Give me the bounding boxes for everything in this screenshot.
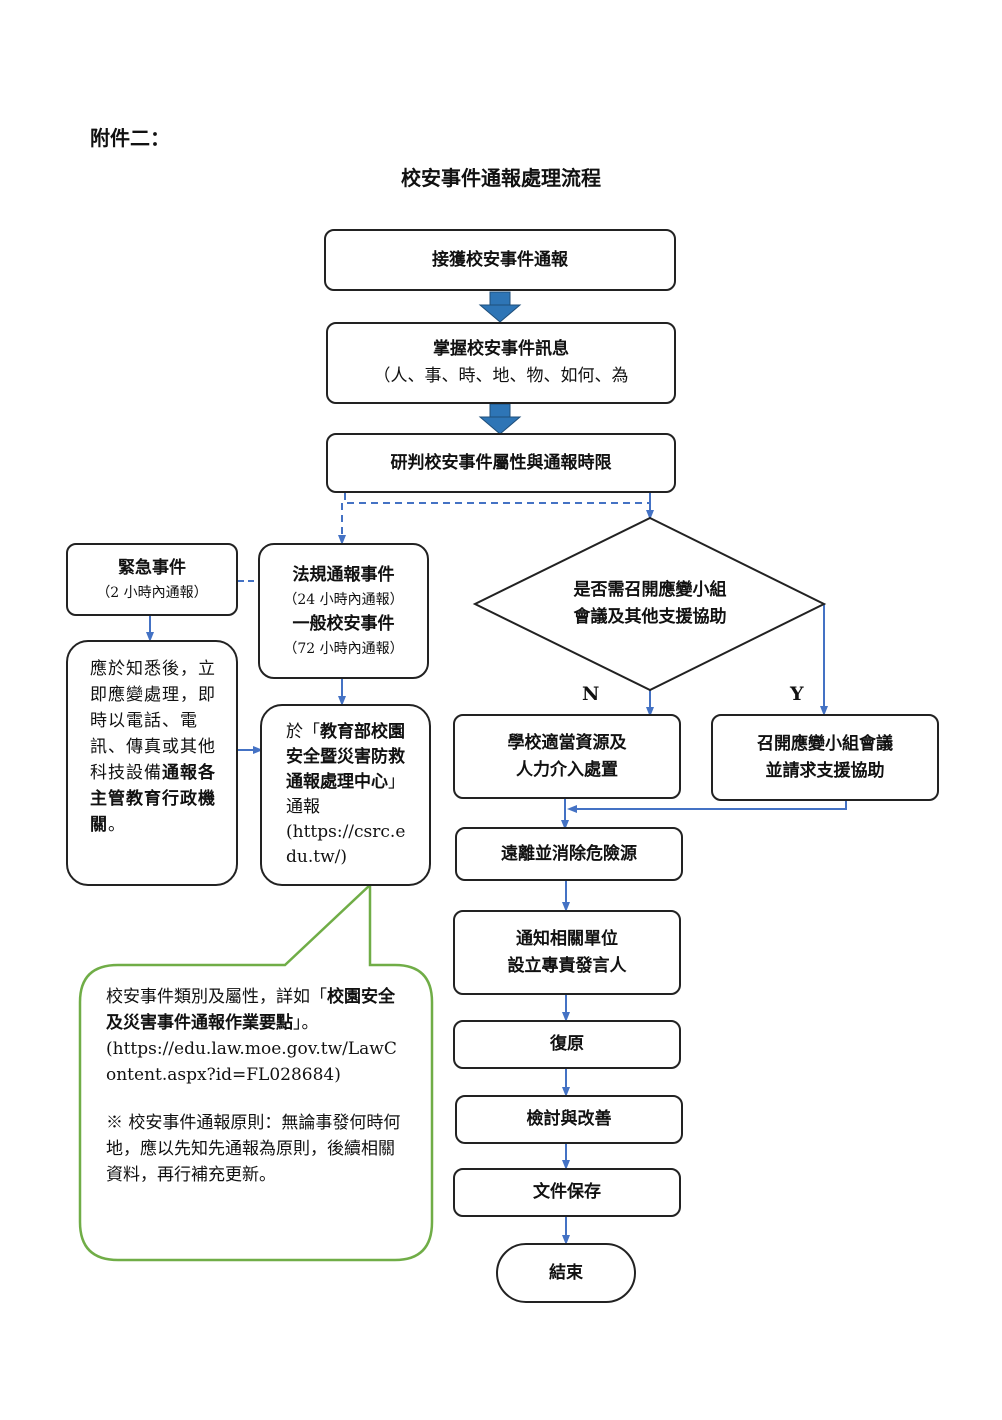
connector-convene-merge bbox=[567, 801, 847, 813]
dashed-connector-legal bbox=[344, 493, 650, 504]
node-convene: 召開應變小組會議 並請求支援協助 bbox=[711, 714, 939, 801]
node-legal-title: 法規通報事件 bbox=[292, 565, 395, 585]
block-arrow-1 bbox=[478, 291, 522, 323]
emergency-detail-pre: 應於知悉後，立即應變處理，即時以電話、電訊、傳真或其他科技設備 bbox=[90, 659, 216, 783]
node-review: 檢討與改善 bbox=[455, 1095, 683, 1144]
center-pre: 於「 bbox=[286, 722, 320, 742]
node-end: 結束 bbox=[496, 1243, 636, 1303]
node-restore: 復原 bbox=[453, 1020, 681, 1069]
node-grasp-line1: 掌握校安事件訊息 bbox=[433, 339, 569, 359]
callout-bubble bbox=[78, 882, 434, 1262]
node-judge-label: 研判校安事件屬性與通報時限 bbox=[390, 452, 612, 473]
decision-line1: 是否需召開應變小組 bbox=[573, 580, 727, 600]
node-archive: 文件保存 bbox=[453, 1168, 681, 1217]
convene-line2: 並請求支援協助 bbox=[765, 760, 885, 781]
label-n: N bbox=[582, 683, 600, 705]
node-grasp-line2: （人、事、時、地、物、如何、為 bbox=[373, 366, 629, 386]
emergency-detail-post: 。 bbox=[108, 815, 126, 835]
callout-para1: 校安事件類別及屬性，詳如「校園安全及災害事件通報作業要點」。 bbox=[106, 984, 406, 1036]
center-post: 」通報 bbox=[286, 772, 405, 817]
decision-text: 是否需召開應變小組 會議及其他支援協助 bbox=[520, 572, 780, 636]
node-remove-hazard: 遠離並消除危險源 bbox=[455, 827, 683, 881]
decision-diamond bbox=[472, 516, 827, 692]
archive-label: 文件保存 bbox=[533, 1182, 601, 1202]
node-judge: 研判校安事件屬性與通報時限 bbox=[326, 433, 676, 493]
node-receive-label: 接獲校安事件通報 bbox=[432, 249, 568, 270]
page-title: 校安事件通報處理流程 bbox=[401, 166, 601, 190]
node-emergency-detail-text: 應於知悉後，立即應變處理，即時以電話、電訊、傳真或其他科技設備通報各主管教育行政… bbox=[90, 656, 218, 838]
node-legal: 法規通報事件 （24 小時內通報） 一般校安事件 （72 小時內通報） bbox=[258, 543, 429, 679]
node-receive: 接獲校安事件通報 bbox=[324, 229, 676, 291]
decision-line2: 會議及其他支援協助 bbox=[573, 607, 727, 627]
end-label: 結束 bbox=[549, 1262, 583, 1283]
node-emergency-note: （2 小時內通報） bbox=[96, 585, 208, 601]
callout-para1-pre: 校安事件類別及屬性，詳如「 bbox=[106, 987, 327, 1007]
node-general-note: （72 小時內通報） bbox=[283, 641, 404, 657]
node-legal-note: （24 小時內通報） bbox=[283, 592, 404, 608]
notify-line2: 設立專責發言人 bbox=[507, 955, 627, 976]
node-grasp: 掌握校安事件訊息 （人、事、時、地、物、如何、為 bbox=[326, 322, 676, 404]
remove-label: 遠離並消除危險源 bbox=[501, 843, 637, 864]
emergency-detail-bold: 通報各主管教育行政機關 bbox=[90, 763, 216, 835]
school-line2: 人力介入處置 bbox=[516, 759, 618, 780]
center-bold: 教育部校園安全暨災害防救通報處理中心 bbox=[286, 722, 405, 792]
block-arrow-2 bbox=[478, 403, 522, 435]
node-report-center-text: 於「教育部校園安全暨災害防救通報處理中心」通報 (https://csrc.edu… bbox=[286, 720, 415, 870]
callout-url: (https://edu.law.moe.gov.tw/LawContent.a… bbox=[106, 1039, 397, 1085]
node-emergency-detail: 應於知悉後，立即應變處理，即時以電話、電訊、傳真或其他科技設備通報各主管教育行政… bbox=[66, 640, 238, 886]
label-y: Y bbox=[790, 683, 804, 705]
review-label: 檢討與改善 bbox=[526, 1109, 612, 1129]
node-school-handle: 學校適當資源及 人力介入處置 bbox=[453, 714, 681, 799]
node-emergency-title: 緊急事件 bbox=[118, 558, 186, 578]
node-emergency: 緊急事件 （2 小時內通報） bbox=[66, 543, 238, 616]
callout-principle: ※ 校安事件通報原則：無論事發何時何地，應以先知先通報為原則，後續相關資料，再行… bbox=[106, 1113, 401, 1185]
attachment-label: 附件二： bbox=[90, 126, 170, 150]
node-general-title: 一般校安事件 bbox=[292, 614, 395, 634]
school-line1: 學校適當資源及 bbox=[507, 732, 627, 753]
center-url: (https://csrc.edu.tw/) bbox=[286, 822, 406, 867]
callout-para1-post: 」。 bbox=[293, 1013, 319, 1033]
node-notify: 通知相關單位 設立專責發言人 bbox=[453, 910, 681, 995]
restore-label: 復原 bbox=[550, 1034, 584, 1054]
callout-para1-bold: 校園安全及災害事件通報作業要點 bbox=[106, 987, 395, 1033]
callout-text: 校安事件類別及屬性，詳如「校園安全及災害事件通報作業要點」。 (https://… bbox=[106, 984, 406, 1188]
notify-line1: 通知相關單位 bbox=[516, 928, 618, 949]
convene-line1: 召開應變小組會議 bbox=[757, 733, 893, 754]
node-report-center: 於「教育部校園安全暨災害防救通報處理中心」通報 (https://csrc.edu… bbox=[260, 704, 431, 886]
